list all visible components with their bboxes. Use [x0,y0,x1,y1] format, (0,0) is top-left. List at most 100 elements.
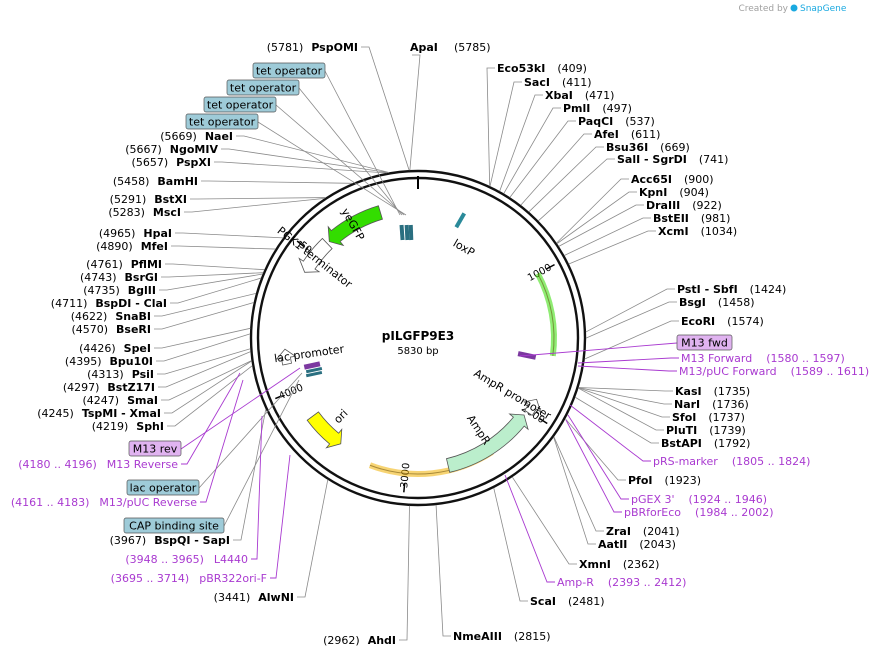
enzyme-acc65i[interactable]: Acc65I(900) [631,173,714,186]
enzyme-sali-sgrdi[interactable]: SalI - SgrDI (741) [617,153,728,166]
enzyme-bspqi-sapi[interactable]: BspQI - SapI(3967) [110,534,230,547]
enzyme-bspdi-clai[interactable]: BspDI - ClaI(4711) [51,297,167,310]
enzyme-position: (1736) [712,398,749,411]
enzyme-kpni[interactable]: KpnI(904) [639,186,709,199]
enzyme-ahdi[interactable]: AhdI(2962) [323,634,396,647]
enzyme-aatii[interactable]: AatII(2043) [598,538,676,551]
enzyme-position: (4622) [71,310,108,323]
enzyme-name: NgoMIV [170,143,219,156]
box-lac-operator[interactable]: lac operator [126,479,200,496]
primer-range: (1805 .. 1824) [732,455,811,468]
enzyme-smai[interactable]: SmaI(4247) [83,394,158,407]
enzyme-ecori[interactable]: EcoRI(1574) [681,315,764,328]
enzyme-kasi[interactable]: KasI (1735) [675,385,750,398]
enzyme-name: BstAPI [661,437,702,450]
enzyme-xcmi[interactable]: XcmI(1034) [658,225,737,238]
primer-amp-r[interactable]: Amp-R(2393 .. 2412) [557,576,686,589]
primer-pbr322ori-f[interactable]: pBR322ori-F(3695 .. 3714) [111,572,267,585]
enzyme-snabi[interactable]: SnaBI (4622) [71,310,151,323]
enzyme-pmli[interactable]: PmlI(497) [563,102,632,115]
enzyme-position: (741) [699,153,729,166]
enzyme-name: SalI - SgrDI [617,153,687,166]
enzyme-bseri[interactable]: BseRI(4570) [71,323,151,336]
primer-m13-puc-forward[interactable]: M13/pUC Forward(1589 .. 1611) [679,365,869,378]
enzyme-bsteii[interactable]: BstEII(981) [653,212,730,225]
enzyme-position: (900) [684,173,714,186]
primer-m13-forward[interactable]: M13 Forward(1580 .. 1597) [681,352,845,365]
enzyme-nari[interactable]: NarI(1736) [674,398,749,411]
box-tet-operator[interactable]: tet operator [185,113,259,130]
enzyme-name: PstI - SbfI [677,283,738,296]
enzyme-position: (5283) [108,206,145,219]
enzyme-hpai[interactable]: HpaI(4965) [99,227,172,240]
primer-l4440[interactable]: L4440(3948 .. 3965) [125,553,248,566]
primer-m13-reverse[interactable]: M13 Reverse(4180 .. 4196) [18,458,178,471]
enzyme-position: (4965) [99,227,136,240]
enzyme-psii[interactable]: PsiI(4313) [87,368,154,381]
enzyme-alwni[interactable]: AlwNI(3441) [214,591,294,604]
enzyme-scai[interactable]: ScaI(2481) [530,595,605,608]
enzyme-draiii[interactable]: DraIII(922) [646,199,722,212]
enzyme-bsgi[interactable]: BsgI(1458) [679,296,754,309]
enzyme-naei[interactable]: NaeI(5669) [160,130,233,143]
enzyme-position: (409) [557,62,587,75]
enzyme-nmeaiii[interactable]: NmeAIII(2815) [453,630,551,643]
primer-pbrforeco[interactable]: pBRforEco(1984 .. 2002) [624,506,774,519]
enzyme-position: (904) [679,186,709,199]
enzyme-saci[interactable]: SacI(411) [524,76,592,89]
enzyme-bglii[interactable]: BglII(4735) [83,284,156,297]
enzyme-apai[interactable]: ApaI(5785) [410,41,491,54]
enzyme-pspomi[interactable]: PspOMI(5781) [267,41,358,54]
enzyme-mfei[interactable]: MfeI(4890) [96,240,168,253]
enzyme-ngomiv[interactable]: NgoMIV(5667) [125,143,218,156]
outer-arc-0 [535,272,557,357]
primer-name: pBR322ori-F [199,572,267,585]
enzyme-position: (1458) [718,296,755,309]
enzyme-bsrgi[interactable]: BsrGI(4743) [80,271,158,284]
enzyme-name: TspMI - XmaI [82,407,161,420]
box-label: tet operator [207,99,274,112]
enzyme-msci[interactable]: MscI(5283) [108,206,181,219]
enzyme-afei[interactable]: AfeI(611) [594,128,660,141]
primer-m13-puc-reverse[interactable]: M13/pUC Reverse(4161 .. 4183) [11,496,197,509]
box-tet-operator[interactable]: tet operator [226,79,300,96]
enzyme-name: KasI [675,385,702,398]
enzyme-bsu36i[interactable]: Bsu36I(669) [606,141,690,154]
box-m13-fwd[interactable]: M13 fwd [676,334,733,351]
enzyme-zrai[interactable]: ZraI(2041) [606,525,680,538]
enzyme-xmni[interactable]: XmnI(2362) [579,558,659,571]
enzyme-pspxi[interactable]: PspXI(5657) [132,156,211,169]
enzyme-spei[interactable]: SpeI(4426) [79,342,151,355]
tet-operator-glyphs [399,224,414,241]
box-tet-operator[interactable]: tet operator [203,96,277,113]
enzyme-xbai[interactable]: XbaI(471) [545,89,614,102]
enzyme-name: SnaBI [115,310,151,323]
box-tet-operator[interactable]: tet operator [252,62,326,79]
enzyme-sphi[interactable]: SphI(4219) [92,420,164,433]
primer-range: (4180 .. 4196) [18,458,97,471]
enzyme-tspmi-xmai[interactable]: TspMI - XmaI(4245) [37,407,161,420]
enzyme-bpu10i[interactable]: Bpu10I(4395) [65,355,153,368]
enzyme-bamhi[interactable]: BamHI(5458) [113,175,198,188]
enzyme-bstz17i[interactable]: BstZ17I(4297) [63,381,155,394]
primer-pgex-3[interactable]: pGEX 3'(1924 .. 1946) [631,493,767,506]
box-cap-binding-site[interactable]: CAP binding site [123,517,225,534]
enzyme-position: (1735) [714,385,751,398]
enzyme-pflmi[interactable]: PflMI(4761) [86,258,162,271]
enzyme-name: NaeI [205,130,233,143]
primer-prs-marker[interactable]: pRS-marker(1805 .. 1824) [653,455,810,468]
enzyme-bstapi[interactable]: BstAPI(1792) [661,437,750,450]
box-label: lac operator [130,482,197,495]
enzyme-eco53ki[interactable]: Eco53kI(409) [497,62,587,75]
primer-range: (1984 .. 2002) [695,506,774,519]
enzyme-pluti[interactable]: PluTI(1739) [666,424,746,437]
enzyme-pfoi[interactable]: PfoI(1923) [628,474,701,487]
enzyme-position: (4711) [51,297,88,310]
enzyme-bstxi[interactable]: BstXI(5291) [110,193,187,206]
enzyme-paqci[interactable]: PaqCI(537) [578,115,655,128]
enzyme-sfoi[interactable]: SfoI(1737) [672,411,745,424]
enzyme-psti-sbfi[interactable]: PstI - SbfI(1424) [677,283,786,296]
box-m13-rev[interactable]: M13 rev [128,440,182,457]
enzyme-name: BspQI - SapI [154,534,230,547]
